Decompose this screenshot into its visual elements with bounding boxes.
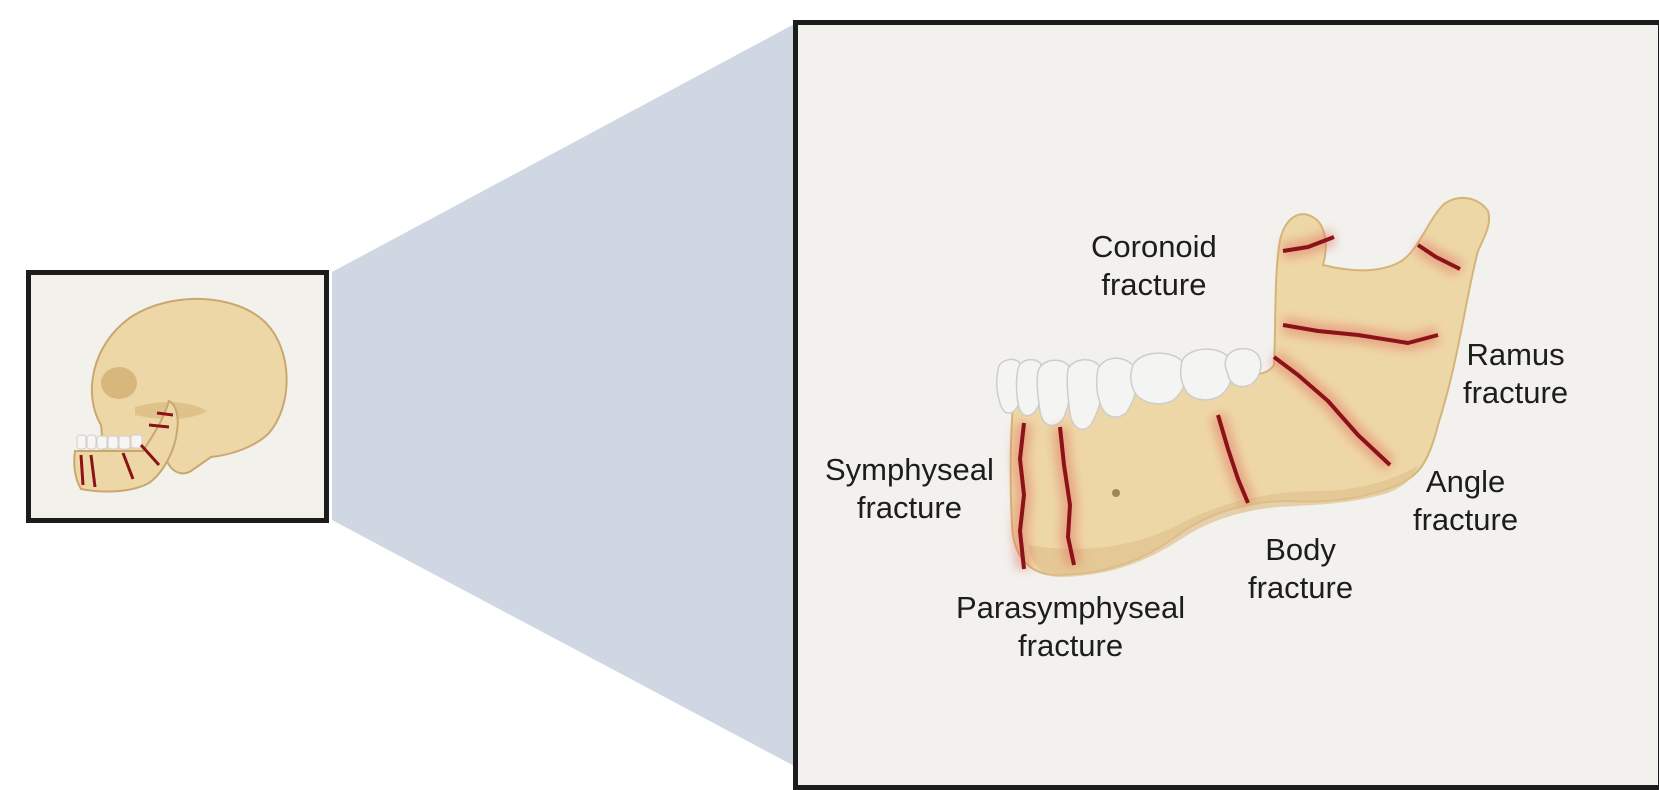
body-fracture-label: Body fracture — [1248, 531, 1353, 607]
coronoid-label-line1: Coronoid — [1091, 228, 1217, 266]
mandible-detail-frame: Coronoid fracture Ramus fracture Angle f… — [793, 20, 1659, 790]
coronoid-fracture-label: Coronoid fracture — [1091, 228, 1217, 304]
symphyseal-fracture-label: Symphyseal fracture — [825, 451, 994, 527]
angle-fracture-label: Angle fracture — [1413, 463, 1518, 539]
body-label-line1: Body — [1248, 531, 1353, 569]
ramus-label-line2: fracture — [1463, 374, 1568, 412]
parasymphyseal-label-line1: Parasymphyseal — [956, 589, 1185, 627]
skull-thumbnail-frame — [26, 270, 329, 523]
ramus-label-line1: Ramus — [1463, 336, 1568, 374]
parasymphyseal-fracture-label: Parasymphyseal fracture — [956, 589, 1185, 665]
upper-teeth — [77, 435, 142, 449]
angle-label-line2: fracture — [1413, 501, 1518, 539]
ramus-fracture-label: Ramus fracture — [1463, 336, 1568, 412]
coronoid-label-line2: fracture — [1091, 266, 1217, 304]
symphyseal-label-line1: Symphyseal — [825, 451, 994, 489]
angle-label-line1: Angle — [1413, 463, 1518, 501]
orbit-shape — [101, 367, 137, 399]
body-label-line2: fracture — [1248, 569, 1353, 607]
parasymphyseal-label-line2: fracture — [956, 627, 1185, 665]
skull-lateral-view-icon — [31, 275, 324, 518]
symphyseal-label-line2: fracture — [825, 489, 994, 527]
mental-foramen-dot — [1112, 489, 1120, 497]
zoom-cone-shape — [332, 22, 798, 768]
